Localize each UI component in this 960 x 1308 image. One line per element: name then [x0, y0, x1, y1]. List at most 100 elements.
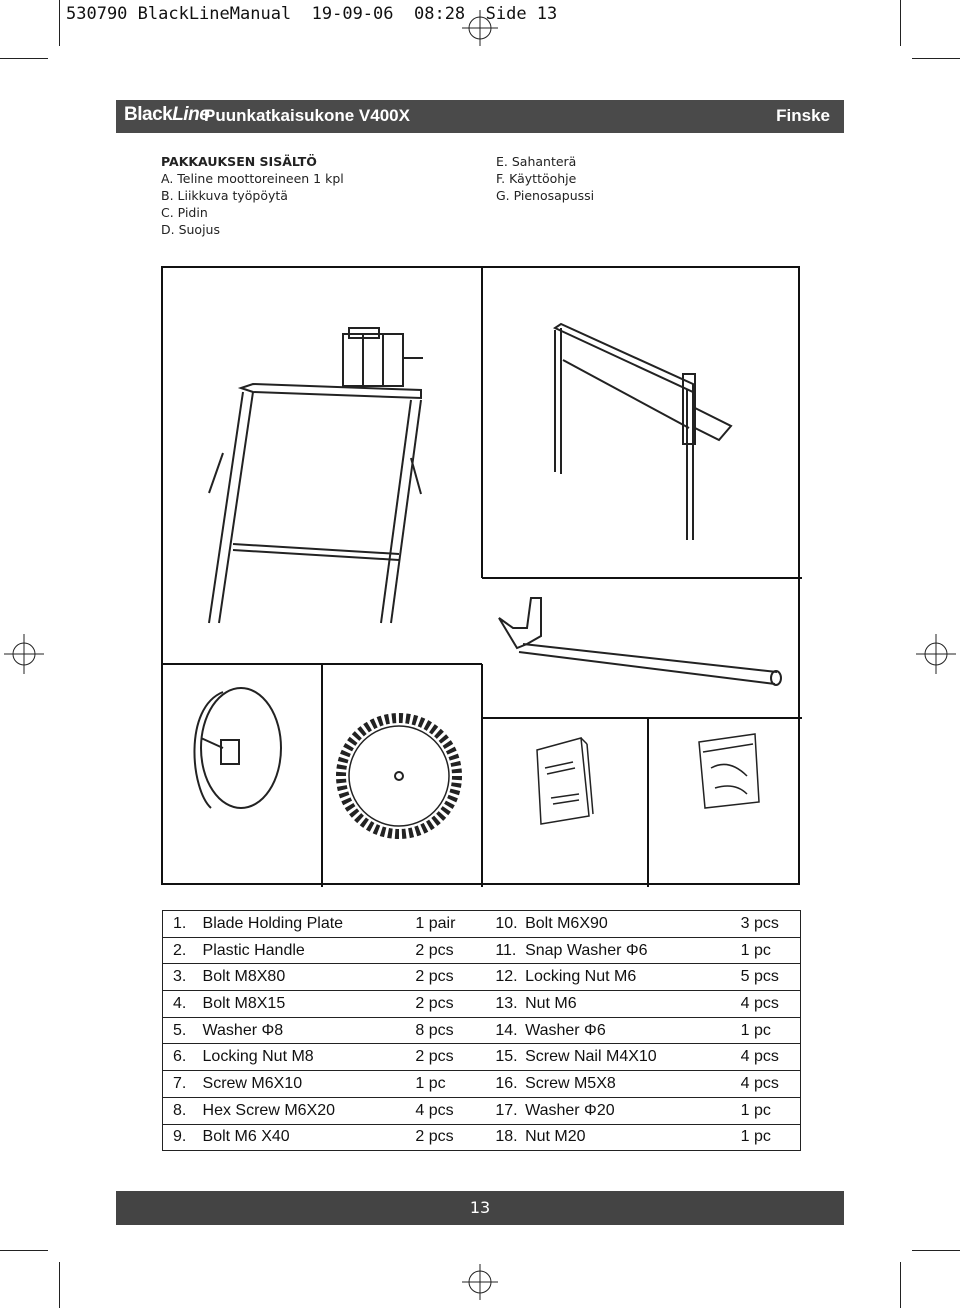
part-number: 1.: [161, 910, 203, 938]
registration-mark-left: [4, 634, 44, 674]
part-quantity: 1 pair: [415, 910, 492, 938]
print-slug: 530790 BlackLineManual 19-09-06 08:28 Si…: [66, 4, 558, 24]
stand-with-motor-drawing: [208, 327, 423, 624]
contents-item: D. Suojus: [161, 222, 220, 237]
part-name: Screw M6X10: [202, 1070, 416, 1098]
part-quantity: 4 pcs: [740, 1043, 801, 1072]
registration-mark-right: [916, 634, 956, 674]
part-quantity: 1 pc: [740, 937, 801, 965]
part-number: 8.: [161, 1097, 203, 1125]
logo-black: Black: [124, 104, 173, 125]
contents-heading: PAKKAUKSEN SISÄLTÖ: [161, 154, 317, 169]
crop-mark-top-left-v: [59, 0, 60, 46]
part-number: 7.: [161, 1070, 203, 1098]
part-quantity: 2 pcs: [415, 937, 492, 965]
contents-item: C. Pidin: [161, 205, 208, 220]
contents-right: E. Sahanterä F. Käyttöohje G. Pienosapus…: [496, 153, 594, 204]
crop-mark-bottom-left-h: [0, 1250, 48, 1251]
part-number: 18.: [491, 1124, 526, 1152]
guard-drawing: [193, 687, 282, 809]
parts-illustration-drawing: [163, 268, 802, 887]
part-name: Plastic Handle: [202, 937, 416, 965]
table-row: 9. Bolt M6 X40 2 pcs 18. Nut M20 1 pc: [161, 1124, 801, 1152]
manual-booklet-drawing: [536, 737, 594, 825]
part-name: Screw Nail M4X10: [525, 1043, 741, 1072]
part-quantity: 3 pcs: [740, 910, 801, 938]
part-quantity: 4 pcs: [415, 1097, 492, 1125]
header-bar: BlackLine Puunkatkaisukone V400X Finske: [116, 100, 844, 133]
parts-bag-drawing: [698, 733, 760, 809]
part-number: 2.: [161, 937, 203, 965]
part-name: Locking Nut M8: [202, 1043, 416, 1072]
part-quantity: 1 pc: [740, 1097, 801, 1125]
part-name: Bolt M8X80: [202, 963, 416, 992]
part-name: Blade Holding Plate: [202, 910, 416, 938]
table-row: 6. Locking Nut M8 2 pcs 15. Screw Nail M…: [161, 1043, 801, 1072]
contents-item: G. Pienosapussi: [496, 188, 595, 203]
saw-blade-drawing: [336, 713, 462, 839]
table-row: 2. Plastic Handle 2 pcs 11. Snap Washer …: [161, 937, 801, 965]
part-number: 15.: [491, 1043, 526, 1072]
part-number: 10.: [491, 910, 526, 938]
part-quantity: 4 pcs: [740, 990, 801, 1018]
part-quantity: 2 pcs: [415, 1043, 492, 1072]
contents-item: A. Teline moottoreineen 1 kpl: [161, 171, 344, 186]
part-number: 5.: [161, 1017, 203, 1045]
part-quantity: 1 pc: [415, 1070, 492, 1098]
part-number: 14.: [491, 1017, 526, 1045]
part-quantity: 2 pcs: [415, 1124, 492, 1152]
parts-list-table: 1. Blade Holding Plate 1 pair 10. Bolt M…: [161, 910, 801, 1152]
part-quantity: 8 pcs: [415, 1017, 492, 1045]
contents-item: E. Sahanterä: [496, 154, 577, 169]
part-quantity: 1 pc: [740, 1124, 801, 1152]
part-name: Screw M5X8: [525, 1070, 741, 1098]
registration-mark-top: [462, 10, 498, 46]
part-quantity: 2 pcs: [415, 990, 492, 1018]
crop-mark-bottom-right-h: [912, 1250, 960, 1251]
holder-drawing: [498, 597, 782, 686]
registration-mark-bottom: [462, 1264, 498, 1300]
part-name: Washer Φ6: [525, 1017, 741, 1045]
crop-mark-top-left-h: [0, 58, 48, 59]
table-row: 3. Bolt M8X80 2 pcs 12. Locking Nut M6 5…: [161, 963, 801, 992]
table-row: 1. Blade Holding Plate 1 pair 10. Bolt M…: [161, 910, 801, 938]
page-number-bar: 13: [116, 1191, 844, 1225]
part-quantity: 4 pcs: [740, 1070, 801, 1098]
page-number: 13: [469, 1198, 491, 1217]
contents-left: PAKKAUKSEN SISÄLTÖ A. Teline moottoreine…: [161, 153, 344, 238]
part-number: 11.: [491, 937, 526, 965]
part-name: Nut M6: [525, 990, 741, 1018]
contents-item: B. Liikkuva työpöytä: [161, 188, 288, 203]
logo-line: Line: [172, 104, 210, 125]
table-row: 8. Hex Screw M6X20 4 pcs 17. Washer Φ20 …: [161, 1097, 801, 1125]
part-number: 12.: [491, 963, 526, 992]
crop-mark-top-right-v: [900, 0, 901, 46]
part-number: 16.: [491, 1070, 526, 1098]
part-name: Washer Φ20: [525, 1097, 741, 1125]
movable-table-drawing: [552, 322, 733, 540]
part-quantity: 5 pcs: [740, 963, 801, 992]
crop-mark-top-right-h: [912, 58, 960, 59]
part-quantity: 1 pc: [740, 1017, 801, 1045]
part-name: Nut M20: [525, 1124, 741, 1152]
part-name: Bolt M6 X40: [202, 1124, 416, 1152]
part-name: Bolt M8X15: [202, 990, 416, 1018]
parts-illustration: [161, 266, 802, 887]
table-row: 4. Bolt M8X15 2 pcs 13. Nut M6 4 pcs: [161, 990, 801, 1018]
part-name: Hex Screw M6X20: [202, 1097, 416, 1125]
part-number: 17.: [491, 1097, 526, 1125]
part-number: 6.: [161, 1043, 203, 1072]
part-name: Bolt M6X90: [525, 910, 741, 938]
page-title: Puunkatkaisukone V400X: [204, 106, 410, 125]
part-number: 4.: [161, 990, 203, 1018]
contents-item: F. Käyttöohje: [496, 171, 577, 186]
table-row: 5. Washer Φ8 8 pcs 14. Washer Φ6 1 pc: [161, 1017, 801, 1045]
part-number: 9.: [161, 1124, 203, 1152]
language-label: Finske: [776, 106, 830, 125]
part-name: Snap Washer Φ6: [525, 937, 741, 965]
blackline-logo: BlackLine: [124, 104, 210, 126]
crop-mark-bottom-right-v: [900, 1262, 901, 1308]
part-number: 13.: [491, 990, 526, 1018]
part-name: Washer Φ8: [202, 1017, 416, 1045]
part-quantity: 2 pcs: [415, 963, 492, 992]
